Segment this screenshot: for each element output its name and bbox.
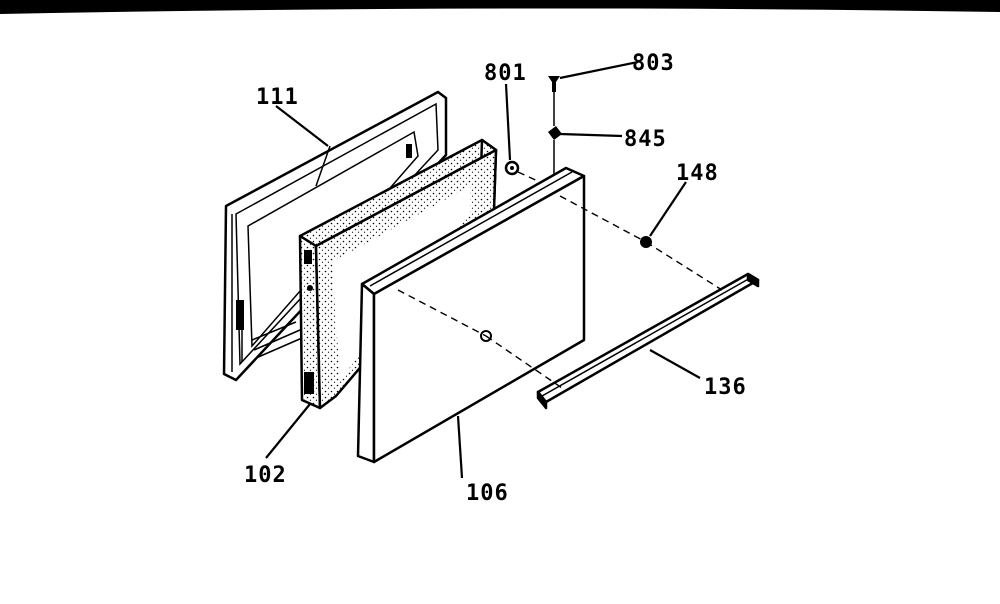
callout-111: 111 (256, 85, 299, 110)
callout-106: 106 (466, 481, 509, 506)
callout-801: 801 (484, 61, 527, 86)
part-136-door-handle (536, 272, 760, 410)
assembly-lines (397, 92, 723, 389)
callout-803: 803 (632, 51, 675, 76)
part-845-nut (548, 126, 562, 140)
leader-lines (265, 60, 701, 479)
part-801-grommet (504, 160, 520, 176)
part-803-screw (548, 76, 560, 92)
top-border-band (0, 0, 1000, 14)
callout-845: 845 (624, 127, 667, 152)
callout-labels: 111 102 106 801 803 845 148 136 (244, 51, 747, 506)
callout-148: 148 (676, 161, 719, 186)
part-106-outer-door-panel (356, 166, 586, 464)
callout-102: 102 (244, 463, 287, 488)
callout-136: 136 (704, 375, 747, 400)
